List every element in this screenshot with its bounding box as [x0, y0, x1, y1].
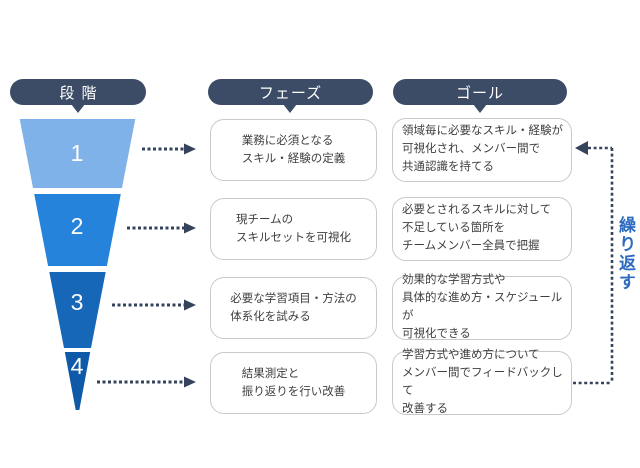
- phase-text-3: 必要な学習項目・方法の 体系化を試みる: [230, 292, 357, 323]
- stage-header-pointer-icon: [71, 104, 85, 113]
- goal-text-2: 必要とされるスキルに対して 不足している箇所を チームメンバー全員で把握: [402, 204, 552, 252]
- arrowhead-stage1-icon: [184, 143, 196, 155]
- arrowhead-stage4-icon: [184, 376, 196, 388]
- phase-header-label: フェーズ: [258, 84, 323, 102]
- arrowhead-stage2-icon: [184, 222, 196, 234]
- goal-column-header: ゴール: [393, 79, 567, 105]
- stage-number-3: 3: [71, 289, 84, 315]
- stage-number-2: 2: [71, 213, 84, 239]
- arrowhead-stage3-icon: [184, 299, 196, 311]
- stage-number-4: 4: [71, 353, 84, 379]
- phase-box-2: 現チームの スキルセットを可視化: [210, 198, 377, 260]
- phase-box-4: 結果測定と 振り返りを行い改善: [210, 352, 377, 414]
- phase-text-4: 結果測定と 振り返りを行い改善: [241, 367, 346, 398]
- goal-text-4: 学習方式や進め方について メンバー間でフィードバックして 改善する: [402, 349, 563, 415]
- goal-box-4: 学習方式や進め方について メンバー間でフィードバックして 改善する: [392, 349, 572, 415]
- repeat-label: 繰り返す: [616, 216, 635, 292]
- goal-box-3: 効果的な学習方式や 具体的な進め方・スケジュールが 可視化できる: [392, 274, 572, 340]
- phase-text-1: 業務に必須となる スキル・経験の定義: [241, 134, 346, 165]
- phase-column-header: フェーズ: [208, 79, 373, 105]
- goal-header-label: ゴール: [455, 84, 504, 102]
- funnel-segment-1: [19, 119, 136, 188]
- phase-text-2: 現チームの スキルセットを可視化: [236, 213, 351, 244]
- goal-text-3: 効果的な学習方式や 具体的な進め方・スケジュールが 可視化できる: [402, 274, 563, 340]
- funnel-segment-4: [64, 352, 91, 410]
- stage-number-1: 1: [71, 140, 84, 166]
- goal-header-pointer-icon: [473, 104, 487, 113]
- funnel-segment-2: [34, 194, 121, 266]
- stage-column-header: 段階: [10, 79, 146, 105]
- goal-box-1: 領域毎に必要なスキル・経験が 可視化され、メンバー間で 共通認識を持てる: [392, 118, 572, 182]
- goal-box-2: 必要とされるスキルに対して 不足している箇所を チームメンバー全員で把握: [392, 197, 572, 261]
- phase-box-1: 業務に必須となる スキル・経験の定義: [210, 119, 377, 181]
- phase-header-pointer-icon: [283, 104, 297, 113]
- phase-box-3: 必要な学習項目・方法の 体系化を試みる: [210, 277, 377, 339]
- loop-arrowhead-icon: [575, 141, 588, 155]
- goal-text-1: 領域毎に必要なスキル・経験が 可視化され、メンバー間で 共通認識を持てる: [402, 125, 563, 173]
- funnel-segment-3: [49, 272, 106, 348]
- stage-header-label: 段階: [59, 84, 104, 102]
